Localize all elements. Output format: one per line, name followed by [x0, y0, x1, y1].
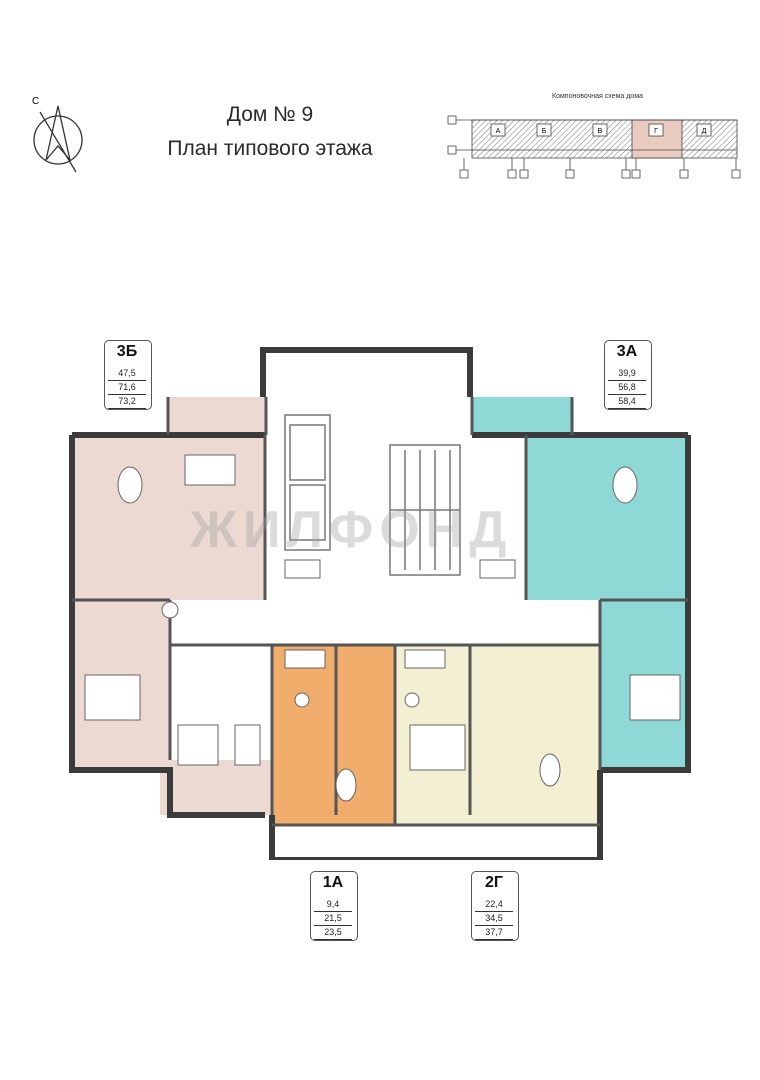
plan-subtitle: План типового этажа [167, 137, 373, 160]
tag-frame [471, 871, 519, 941]
apartment-3b-balcony [168, 397, 266, 437]
area-living: 22,4 [475, 898, 513, 912]
apartment-name: 3Б [116, 343, 138, 360]
tag-frame [310, 871, 358, 941]
area-with-balcony: 23,5 [314, 926, 352, 940]
key-plan-section-label: А [496, 128, 501, 135]
area-total: 71,6 [108, 381, 146, 395]
area-with-balcony: 37,7 [475, 926, 513, 940]
area-with-balcony: 58,4 [608, 395, 646, 409]
area-total: 56,8 [608, 381, 646, 395]
compass-label: С [32, 96, 39, 107]
area-living: 47,5 [108, 367, 146, 381]
plan-title: Дом № 9 [226, 103, 314, 126]
area-total: 21,5 [314, 912, 352, 926]
key-plan-section-marker [536, 123, 552, 137]
key-plan-caption: Компоновочная схема дома [552, 93, 643, 100]
key-plan-section-marker [696, 123, 712, 137]
key-plan-section-label: Д [702, 128, 707, 135]
apartment-name: 1А [322, 874, 344, 891]
tag-frame [604, 340, 652, 410]
apartment-name: 2Г [485, 874, 503, 891]
floor-plan [69, 347, 691, 860]
key-plan-section-marker [490, 123, 506, 137]
north-arrow-icon: С [32, 96, 83, 173]
apartment-tag-3b: 3Б 47,5 71,6 73,2 [102, 343, 152, 409]
key-plan-section-label: В [598, 128, 603, 135]
key-plan-section-marker [648, 123, 664, 137]
key-plan-section-label: Б [542, 128, 547, 135]
area-with-balcony: 73,2 [108, 395, 146, 409]
key-plan-section-label: Г [654, 128, 658, 135]
key-plan: А Б В Г Д [447, 115, 741, 179]
apartment-name: 3А [616, 343, 638, 360]
apartment-tag-2g: 2Г 22,4 34,5 37,7 [469, 874, 519, 940]
watermark: ЖИЛФОНД [190, 501, 513, 559]
key-plan-section-marker [592, 123, 608, 137]
area-living: 9,4 [314, 898, 352, 912]
apartment-tag-3a: 3А 39,9 56,8 58,4 [602, 343, 652, 409]
area-living: 39,9 [608, 367, 646, 381]
area-total: 34,5 [475, 912, 513, 926]
apartment-tag-1a: 1А 9,4 21,5 23,5 [308, 874, 358, 940]
tag-frame [104, 340, 152, 410]
